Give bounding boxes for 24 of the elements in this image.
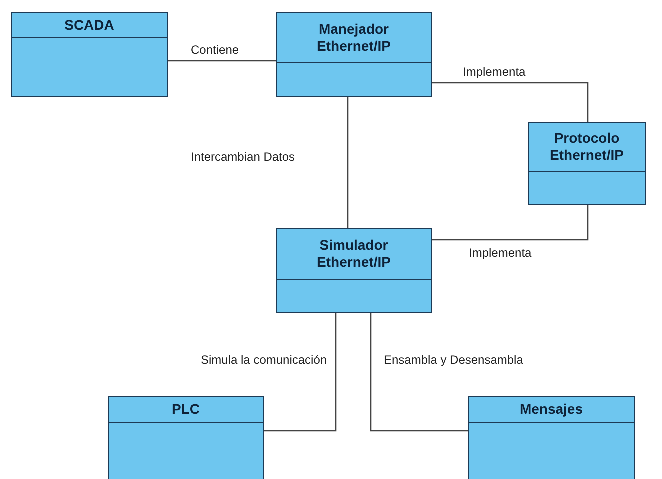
class-box — [276, 12, 432, 97]
class-name: Mensajes — [520, 401, 584, 418]
association-line — [347, 97, 349, 228]
edge-label: Intercambian Datos — [190, 150, 296, 164]
association-line — [168, 60, 276, 62]
edge-label: Ensambla y Desensambla — [383, 353, 524, 367]
class-name: Protocolo Ethernet/IP — [549, 130, 625, 164]
class-name: Manejador Ethernet/IP — [316, 20, 392, 54]
class-box — [11, 12, 168, 97]
edge-label: Implementa — [462, 65, 527, 79]
class-box — [108, 396, 264, 479]
association-line — [370, 313, 468, 432]
association-line — [432, 82, 589, 122]
edge-label: Simula la comunicación — [200, 353, 328, 367]
class-box — [528, 122, 646, 205]
class-box — [468, 396, 635, 479]
edge-label: Implementa — [468, 246, 533, 260]
class-name: PLC — [172, 401, 200, 418]
class-name: SCADA — [64, 16, 114, 34]
edge-label: Contiene — [190, 43, 240, 57]
association-line — [432, 205, 589, 241]
association-line — [264, 313, 337, 432]
class-box — [276, 228, 432, 313]
class-name: Simulador Ethernet/IP — [316, 237, 392, 271]
